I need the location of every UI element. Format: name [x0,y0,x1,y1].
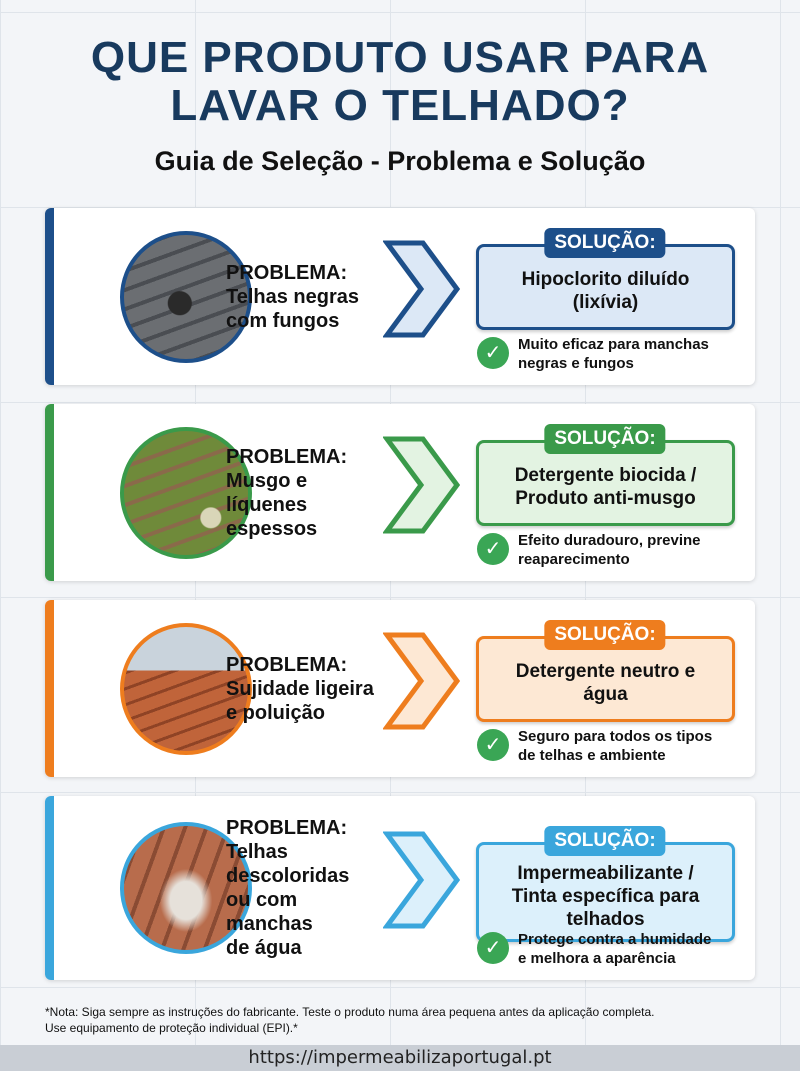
card-accent-bar [45,208,54,385]
solution-label: SOLUÇÃO: [544,620,666,650]
roof-image [120,622,252,755]
check-icon: ✓ [477,337,509,369]
solution-box: Detergente biocida /Produto anti-musgo [476,440,735,526]
solution-box: Impermeabilizante /Tinta específica para… [476,842,735,942]
safety-note: *Nota: Siga sempre as instruções do fabr… [45,1005,655,1035]
check-icon: ✓ [477,729,509,761]
check-icon: ✓ [477,932,509,964]
page-subtitle: Guia de Seleção - Problema e Solução [154,146,646,176]
card-accent-bar [45,404,54,581]
footer-url[interactable]: https://impermeabilizaportugal.pt [0,1045,800,1071]
card-accent-bar [45,796,54,980]
card-accent-bar [45,600,54,777]
roof-image [120,426,252,559]
solution-label: SOLUÇÃO: [544,826,666,856]
arrow-right-icon [383,632,461,729]
roof-image [120,230,252,363]
arrow-right-icon [383,240,461,337]
solution-label: SOLUÇÃO: [544,424,666,454]
roof-image [120,822,252,954]
solution-label: SOLUÇÃO: [544,228,666,258]
page-title: QUE PRODUTO USAR PARA LAVAR O TELHADO? [90,33,710,130]
check-icon: ✓ [477,533,509,565]
arrow-right-icon [383,436,461,533]
arrow-right-icon [383,831,461,929]
